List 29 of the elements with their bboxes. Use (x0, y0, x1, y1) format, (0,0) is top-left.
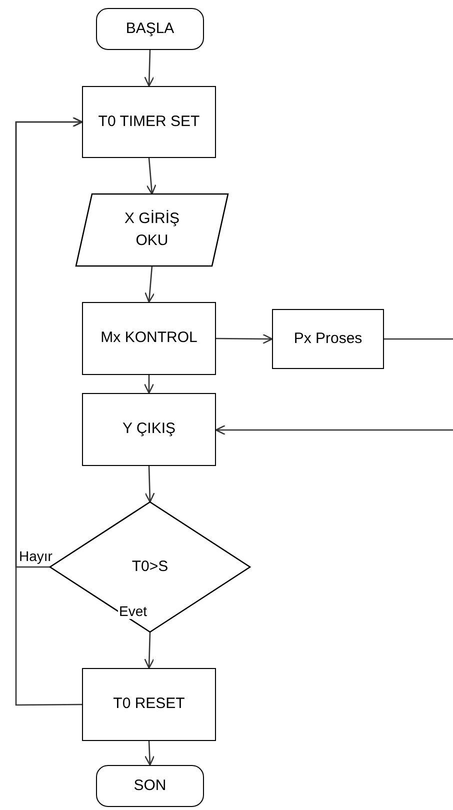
arrow (215, 338, 453, 436)
arrow (144, 375, 154, 394)
arrow (144, 466, 155, 503)
node-label: X GİRİŞ OKU (123, 208, 180, 251)
node-label: Y ÇIKIŞ (122, 419, 176, 440)
arrow (144, 266, 155, 303)
arrow (144, 50, 154, 87)
node-label: Mx KONTROL (100, 328, 198, 348)
process-box (82, 302, 216, 375)
node-label: SON (134, 776, 166, 796)
arrow (146, 158, 156, 195)
edge-label: Evet (118, 603, 148, 619)
arrow (216, 334, 273, 344)
node-label: T0 RESET (113, 694, 185, 714)
process-box (82, 668, 216, 741)
input-parallelogram (76, 194, 228, 266)
node-label: T0>S (132, 556, 168, 577)
arrow (144, 632, 154, 669)
node-label: Px Proses (294, 328, 362, 349)
arrow (15, 116, 83, 706)
terminal-box (96, 8, 204, 50)
node-label: T0 TIMER SET (98, 112, 200, 132)
node-label: BAŞLA (126, 18, 174, 39)
arrow (144, 740, 155, 766)
process-box (82, 393, 216, 466)
terminal-box (96, 765, 204, 807)
process-box (82, 86, 216, 158)
edge-label: Hayır (18, 548, 54, 564)
process-box (272, 309, 384, 369)
